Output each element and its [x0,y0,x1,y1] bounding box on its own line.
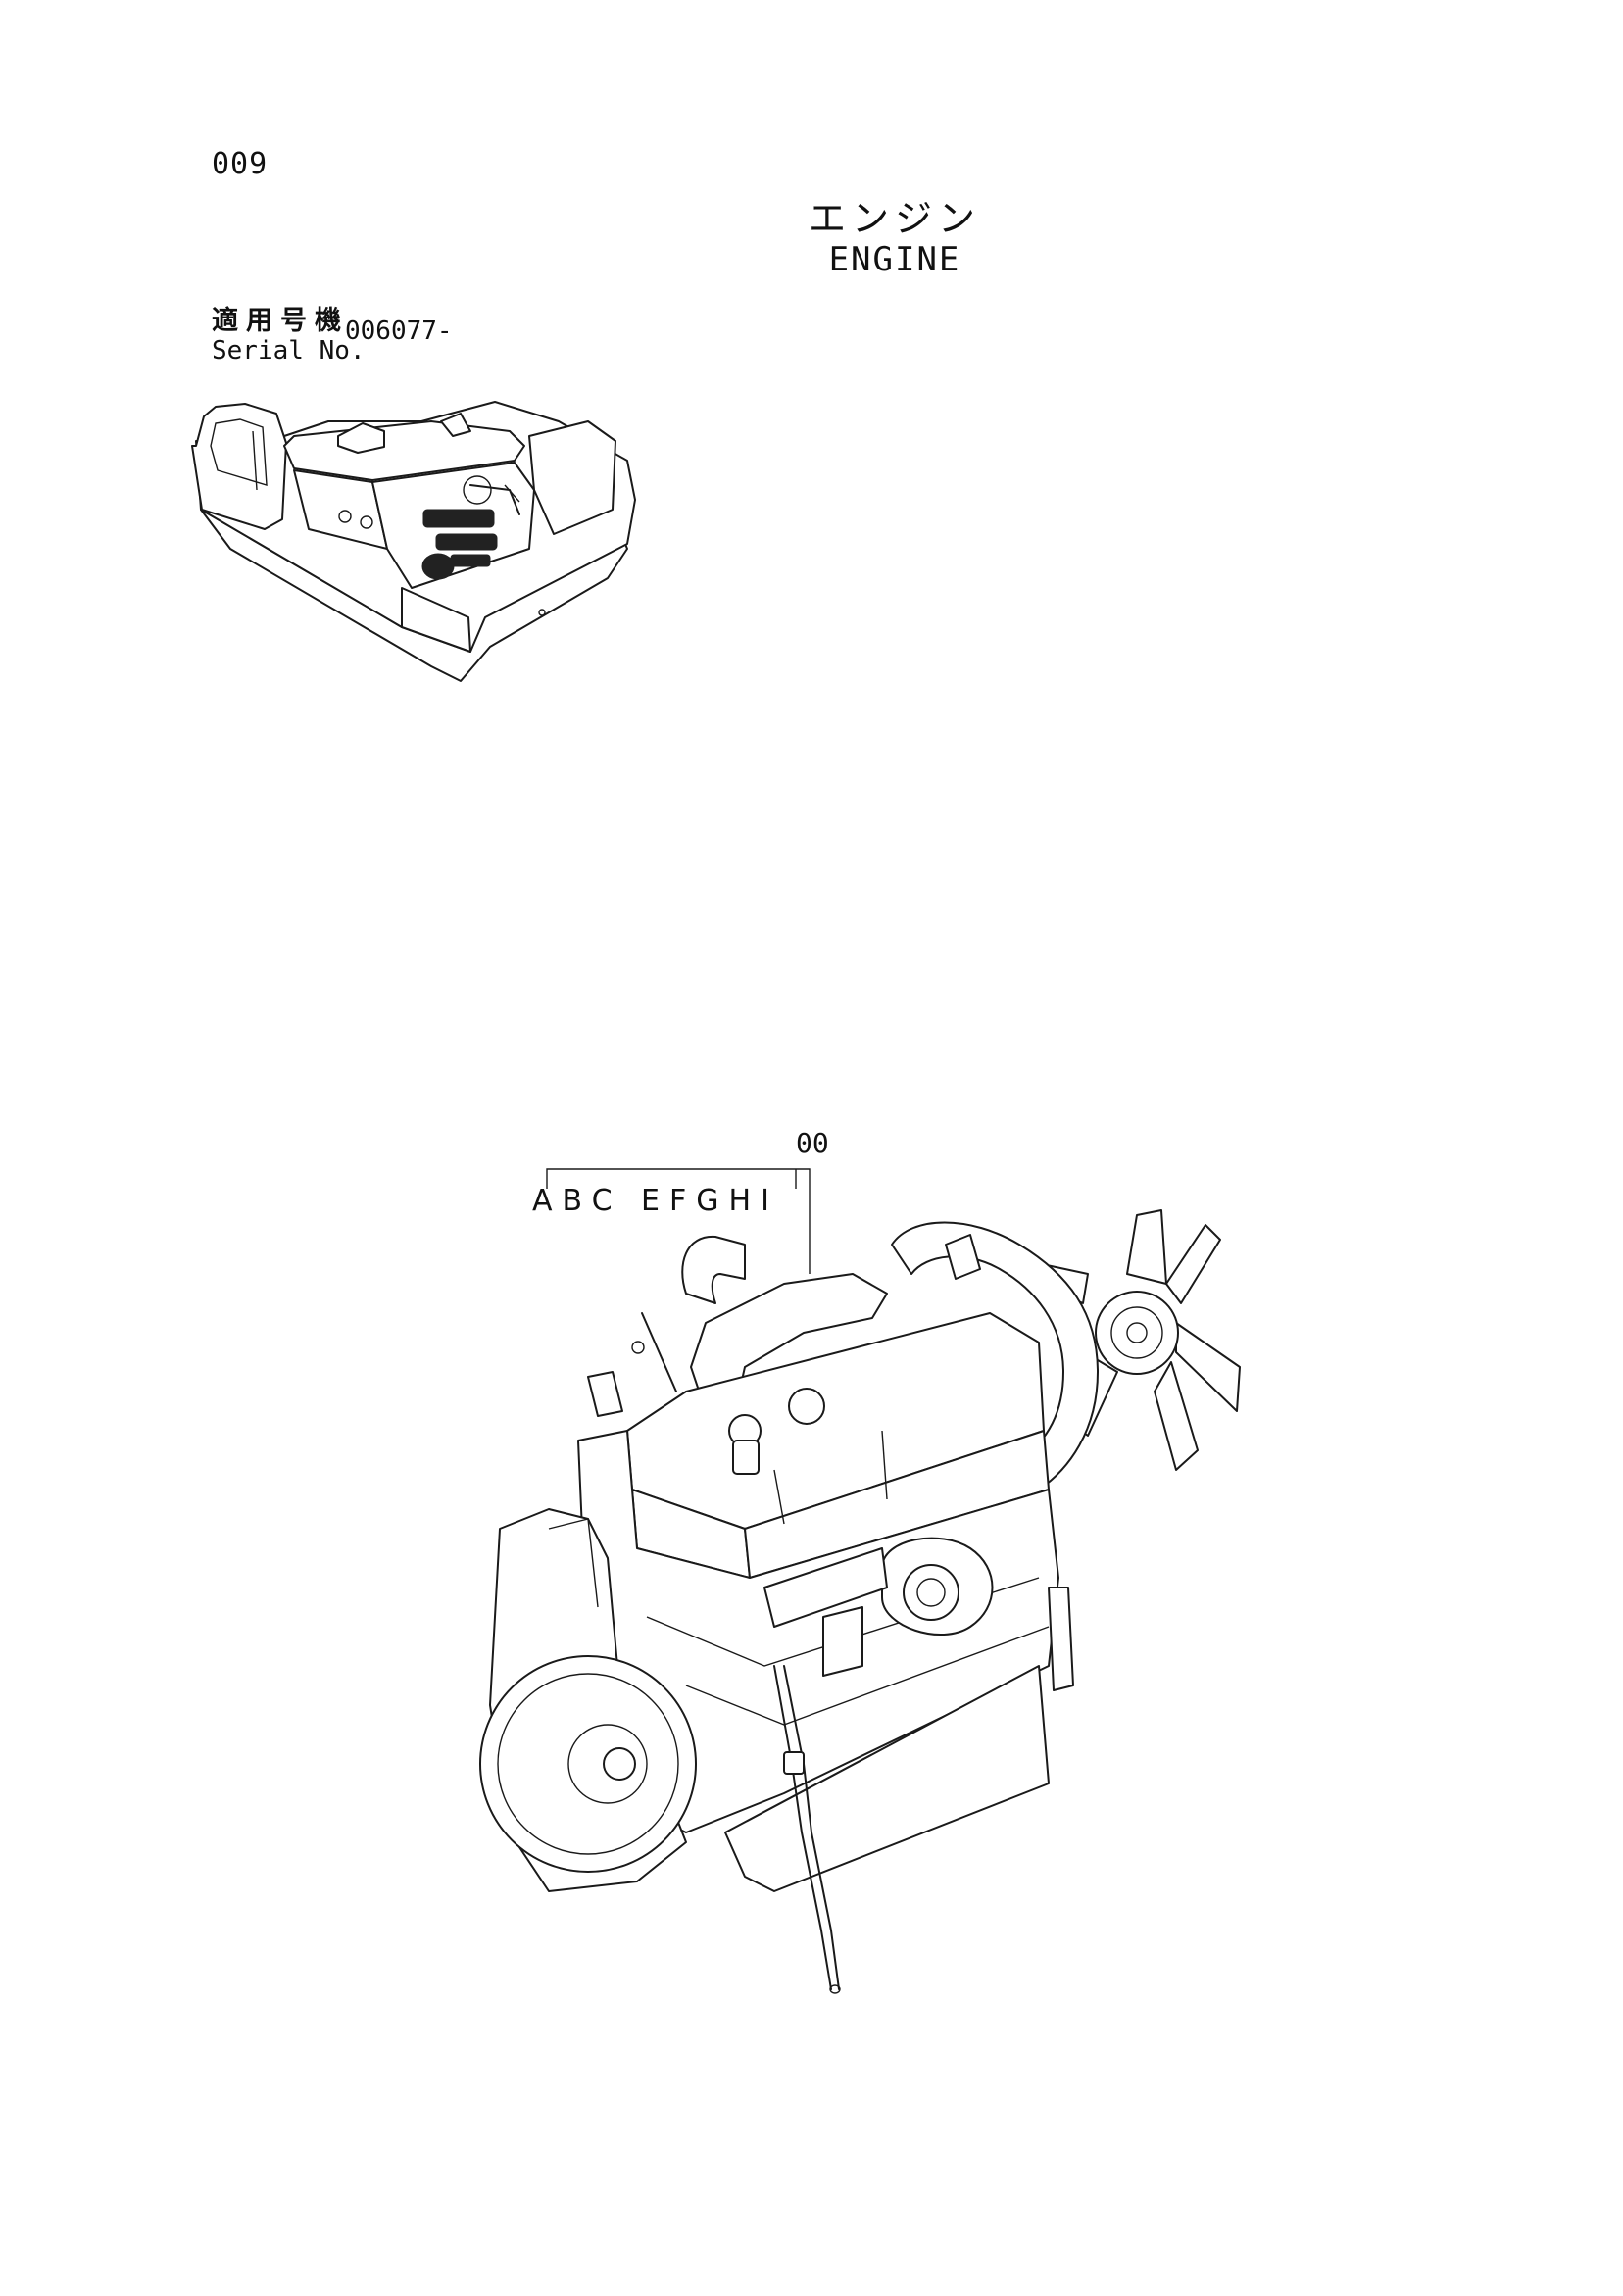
machine-upperstructure [191,401,636,682]
cooling-fan-icon [1018,1209,1241,1471]
serial-number-value: 006077- [345,317,453,346]
flywheel-housing-icon [479,1508,697,1892]
variant-callout-letters: ABC EFGHI [532,1184,779,1218]
serial-label-english: Serial No. [212,336,366,366]
engine-block-icon [577,1312,1074,1892]
page-title-japanese: エンジン [808,197,981,240]
page-number: 009 [212,147,269,181]
callout-leader-lines [546,1168,811,1274]
engine-highlight-icon [421,475,520,580]
page-title-english: ENGINE [828,240,961,279]
dipstick-icon [773,1665,841,1994]
serial-label-japanese: 適用号機 [212,306,349,336]
front-bracket-icon [587,1234,981,1417]
assembly-callout-number: 00 [796,1127,829,1159]
